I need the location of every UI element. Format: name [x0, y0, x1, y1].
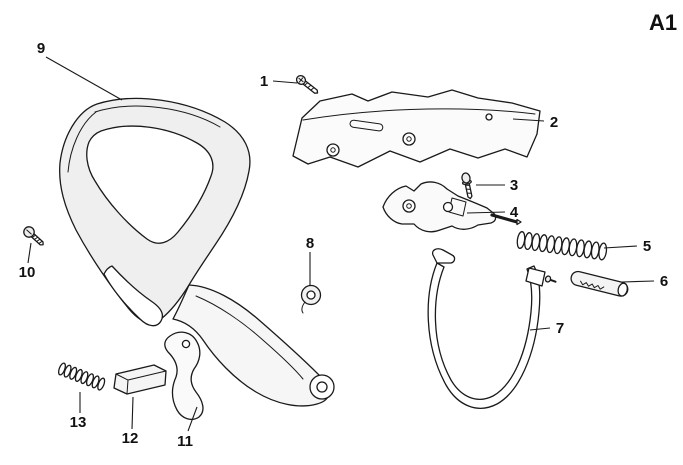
- part-3-screw-head: [461, 172, 471, 184]
- part-13-spring: [57, 362, 106, 391]
- part-7-bracket-screw: [544, 275, 557, 283]
- sheet-label: A1: [649, 10, 677, 35]
- callout-2: 2: [550, 114, 558, 131]
- leader-lines: [27, 56, 655, 432]
- part-8-grommet: [300, 284, 322, 314]
- part-7-bracket-screw-head: [544, 275, 552, 283]
- callout-labels: 1 2 3 4 5 6 7 8 9 10 11 12 13: [19, 40, 669, 450]
- part-10-screw-slot: [26, 229, 32, 235]
- part-4-outline: [382, 181, 497, 233]
- part-7-band: [427, 262, 541, 409]
- part-2-boss-left-outer: [326, 143, 340, 157]
- part-12-outline: [113, 364, 167, 395]
- part-6-end: [617, 282, 629, 297]
- part-2-slot: [349, 119, 384, 132]
- part-13-coil: [97, 377, 106, 391]
- part-4-pin: [490, 213, 519, 224]
- part-7-hook-end: [431, 248, 456, 264]
- part-2-boss-left-inner: [330, 147, 336, 153]
- part-7-bracket-end: [525, 267, 546, 287]
- part-4-brake-bracket: [382, 181, 522, 233]
- part-9-handle-cover: [59, 97, 335, 407]
- leader-line-10: [27, 242, 32, 264]
- part-9-body-seam: [195, 295, 304, 380]
- leader-line-6: [621, 280, 655, 283]
- part-2-hole-right: [485, 113, 493, 121]
- callout-9: 9: [37, 40, 45, 57]
- callout-4: 4: [510, 204, 519, 221]
- part-9-trigger-guard: [103, 265, 164, 327]
- part-4-joint: [442, 201, 454, 213]
- part-1-screw-threads: [303, 82, 315, 91]
- part-9-handle-loop: [59, 97, 251, 324]
- part-6-serrations: [580, 280, 605, 290]
- callout-12: 12: [122, 430, 139, 447]
- part-4-pivot-outer: [402, 199, 416, 213]
- part-11-outline: [164, 331, 204, 421]
- part-12-block: [113, 364, 167, 395]
- leader-line-9: [45, 56, 123, 101]
- part-8-inner: [306, 290, 316, 300]
- part-2-inner-edge: [302, 108, 536, 121]
- leader-line-11: [187, 406, 198, 432]
- leader-line-1: [272, 80, 298, 84]
- callout-8: 8: [306, 235, 314, 252]
- part-10-screw: [23, 226, 44, 246]
- part-3-screw: [461, 172, 473, 200]
- callout-10: 10: [19, 264, 36, 281]
- part-5-coil: [598, 242, 608, 261]
- leader-line-7: [529, 327, 551, 331]
- part-2-cover-plate: [292, 89, 541, 168]
- part-1-screw-slot: [298, 77, 304, 83]
- part-9-rim-line: [67, 105, 221, 173]
- part-9-boss-inner: [316, 381, 328, 393]
- part-2-boss-mid-outer: [402, 132, 416, 146]
- leader-line-2: [512, 118, 545, 122]
- callout-3: 3: [510, 177, 518, 194]
- leader-line-12: [131, 396, 134, 430]
- part-8-stem: [301, 301, 306, 314]
- leader-line-5: [603, 245, 638, 249]
- part-3-screw-threads: [464, 184, 472, 194]
- callout-13: 13: [70, 414, 87, 431]
- part-1-screw: [295, 74, 319, 94]
- part-12-edges: [115, 370, 167, 395]
- leader-line-4: [466, 211, 506, 214]
- part-9-lower-body: [172, 284, 330, 407]
- part-2-boss-mid-inner: [406, 136, 412, 142]
- part-7-brake-band: [427, 248, 557, 409]
- callout-11: 11: [177, 433, 193, 450]
- part-5-spring: [516, 231, 608, 261]
- callout-5: 5: [643, 238, 651, 255]
- part-10-screw-threads: [31, 234, 43, 245]
- part-4-pivot-inner: [406, 203, 412, 209]
- part-4-pin-tip: [516, 218, 522, 226]
- callout-1: 1: [260, 73, 268, 90]
- part-11-hole: [181, 339, 191, 349]
- part-11-lever: [164, 331, 204, 421]
- callout-7: 7: [556, 320, 564, 337]
- callout-6: 6: [660, 273, 668, 290]
- part-7-bracket-screw-shank: [548, 278, 557, 283]
- part-6-sleeve: [570, 270, 629, 297]
